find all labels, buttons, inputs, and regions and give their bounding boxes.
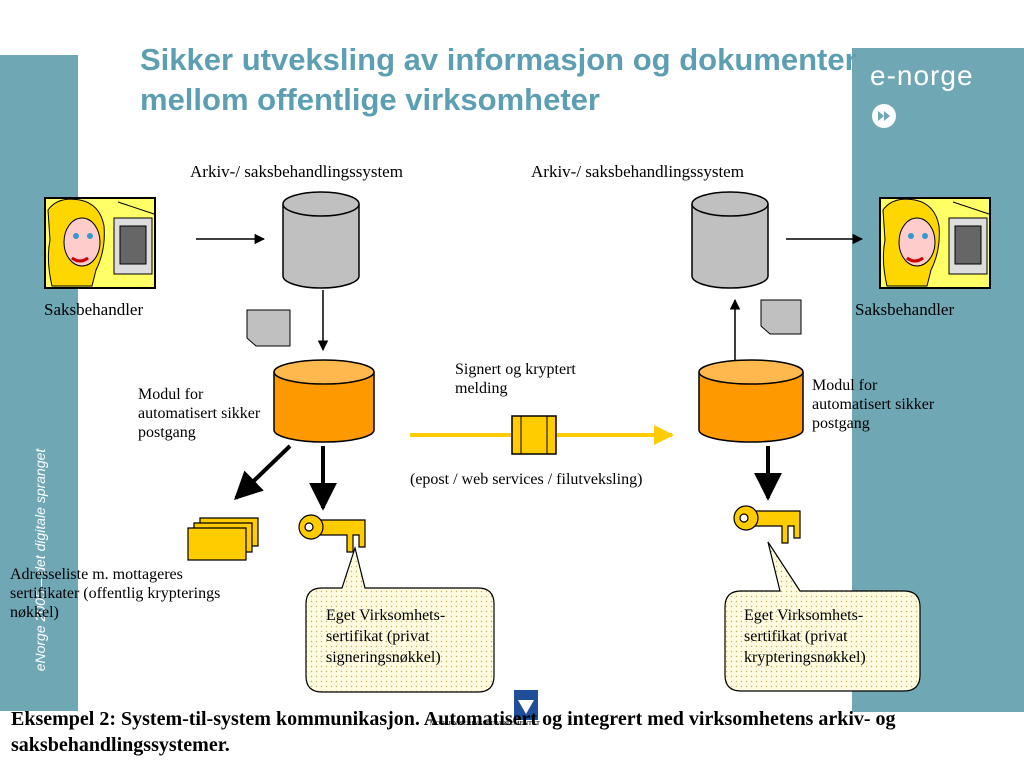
left-side-band — [0, 55, 78, 711]
right-certificate-label: Eget Virksomhets-sertifikat (privat kryp… — [744, 607, 866, 666]
left-key-icon — [298, 514, 366, 553]
module-to-addresslist-arrow — [233, 444, 292, 500]
left-system-label: Arkiv-/ saksbehandlingssystem — [190, 162, 403, 181]
address-list-icon — [187, 517, 259, 561]
ministry-logo-text: MODERNISERINGSDEPARTEMENTET — [430, 721, 541, 727]
right-user-label: Saksbehandler — [855, 300, 955, 319]
left-module-label: Modul for automatisert sikker postgang — [138, 386, 261, 441]
left-user-icon — [44, 197, 156, 289]
right-certificate-callout — [724, 541, 921, 692]
right-secure-post-module — [698, 359, 804, 443]
left-archive-database — [282, 191, 360, 289]
slide-title: Sikker utveksling av informasjon og doku… — [140, 42, 857, 117]
right-system-label: Arkiv-/ saksbehandlingssystem — [531, 162, 744, 181]
left-secure-post-module — [273, 359, 375, 443]
transport-label: (epost / web services / filutveksling) — [410, 471, 643, 488]
left-user-label: Saksbehandler — [44, 300, 144, 319]
left-document-icon — [246, 309, 291, 347]
message-envelope-icon — [511, 415, 557, 455]
right-archive-database — [691, 191, 769, 289]
right-document-icon — [760, 299, 802, 335]
right-key-icon — [733, 505, 801, 544]
ministry-emblem — [514, 690, 538, 720]
right-module-label: Modul for automatisert sikker postgang — [812, 377, 935, 432]
left-certificate-label: Eget Virksomhets-sertifikat (privat sign… — [326, 607, 446, 666]
play-forward-icon — [872, 104, 896, 128]
left-certificate-callout — [305, 545, 495, 693]
address-list-label: Adresseliste m. mottageres sertifikater … — [10, 566, 221, 621]
message-label: Signert og kryptert melding — [455, 361, 576, 397]
enorge-logo: e-norge — [870, 60, 974, 91]
figure-caption: Eksempel 2: System-til-system kommunikas… — [11, 708, 896, 756]
right-user-icon — [879, 197, 991, 289]
